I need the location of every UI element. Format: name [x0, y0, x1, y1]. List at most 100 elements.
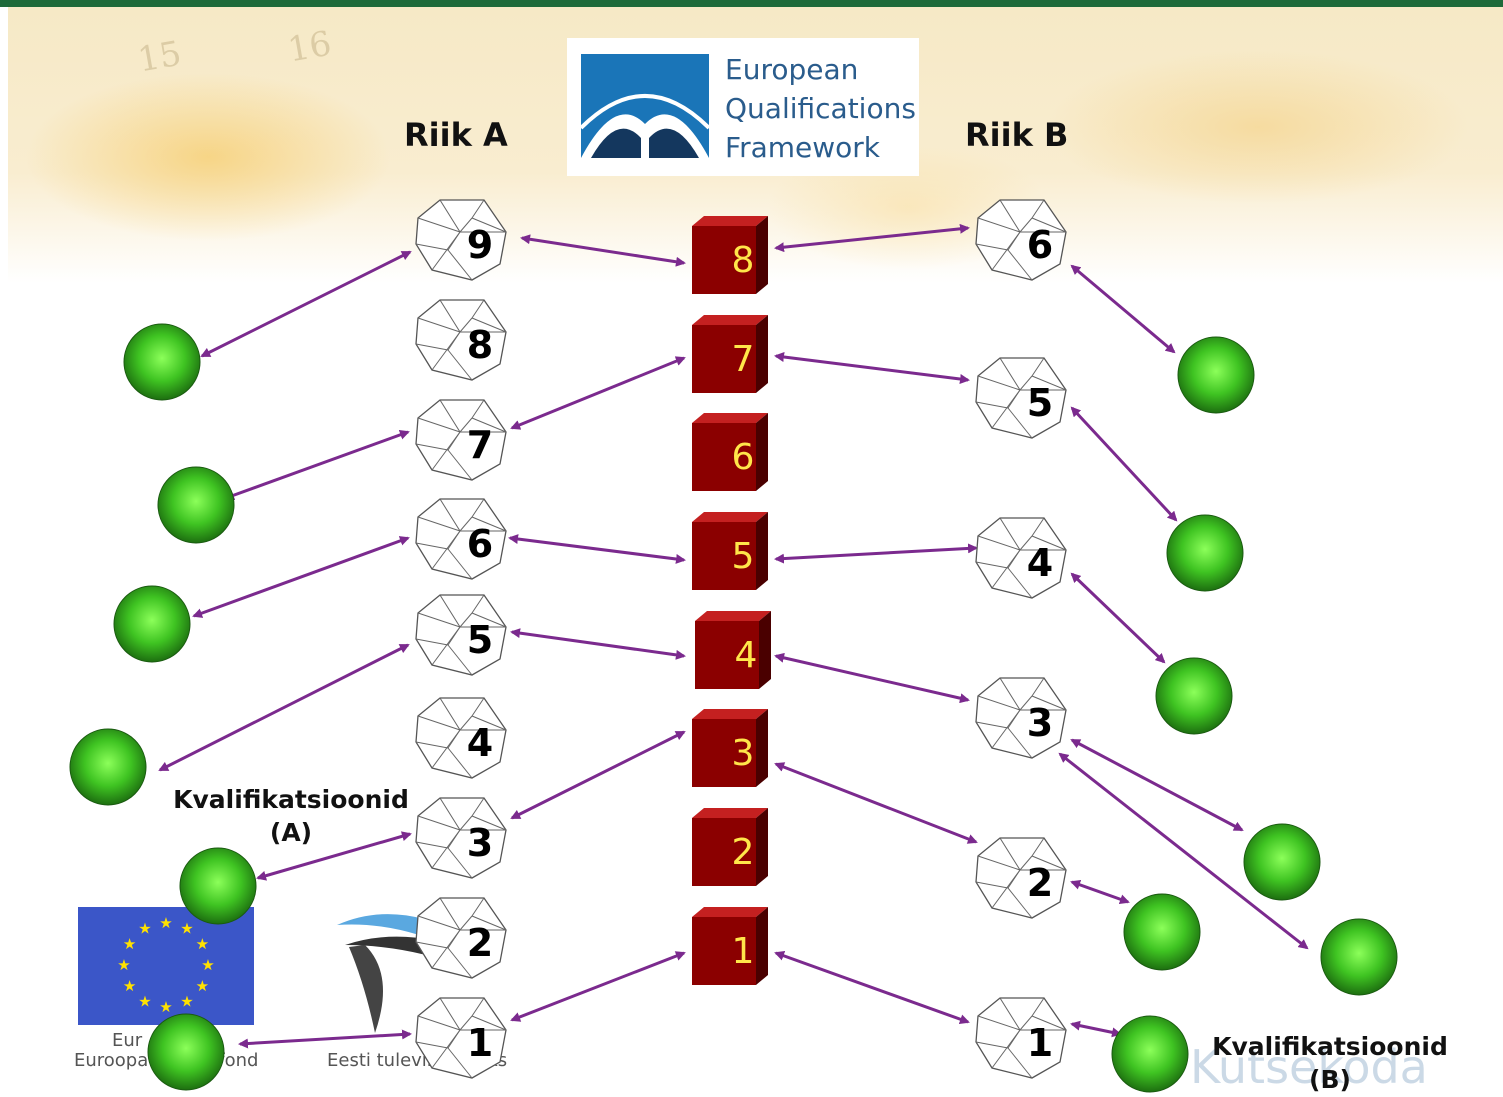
kutsekoda-watermark: Kutsekoda	[1190, 1040, 1428, 1094]
cage-edge	[1031, 517, 1045, 537]
cage-edge	[439, 897, 461, 931]
logo-text-line1: European	[725, 53, 859, 86]
level-number: 1	[1027, 1021, 1053, 1065]
mapping-arrow	[1070, 1020, 1122, 1038]
qualification-ball	[147, 1013, 225, 1091]
mapping-arrow	[520, 234, 686, 267]
country-b-label: Riik B	[965, 116, 1069, 154]
qualification-ball	[69, 728, 147, 806]
cage-edge	[439, 697, 461, 731]
qualification-ball	[179, 847, 257, 925]
cage-edge	[471, 815, 507, 831]
mapping-arrow	[1070, 879, 1130, 905]
cage-edge	[1007, 549, 1021, 569]
eu-star-icon: ★	[180, 992, 193, 1010]
eqf-level-number: 4	[735, 635, 758, 676]
cage-edge	[999, 677, 1021, 711]
level-number: 3	[1027, 701, 1053, 745]
mapping-arrow	[510, 951, 686, 1022]
cage-edge	[417, 317, 461, 333]
country-a-label: Riik A	[404, 116, 508, 154]
cage-edge	[1007, 1029, 1021, 1049]
cage-edge	[471, 997, 485, 1017]
level-number: 1	[467, 1021, 493, 1065]
level-number: 5	[467, 618, 493, 662]
cage-edge	[459, 715, 473, 731]
cage-edge	[471, 399, 485, 419]
cube-side	[756, 808, 768, 886]
qualification-ball	[1111, 1015, 1189, 1093]
qualification-ball	[1155, 657, 1233, 735]
eqf-level-cube: 3	[692, 709, 768, 787]
cage-edge	[471, 797, 485, 817]
cage-edge	[447, 729, 461, 749]
cage-edge	[459, 417, 473, 433]
cage-edge	[1007, 231, 1021, 251]
qualifications-b-suffix: (B)	[1309, 1065, 1351, 1094]
cage-edge	[1007, 567, 1033, 599]
cage-edge	[417, 715, 461, 731]
cage-edge	[471, 317, 507, 333]
cage-edge	[447, 449, 473, 481]
cage-edge	[1031, 1015, 1067, 1031]
cage-edge	[1031, 535, 1067, 551]
cage-edge	[471, 697, 485, 717]
mapping-arrow	[256, 831, 412, 881]
cage-edge	[415, 638, 449, 646]
cage-edge	[447, 231, 461, 251]
eqf-level-cube: 4	[695, 611, 771, 689]
level-number: 5	[1027, 381, 1053, 425]
cage-edge	[459, 915, 473, 931]
cage-edge	[447, 1029, 461, 1049]
cage-edge	[1007, 1047, 1033, 1079]
cage-edge	[1031, 997, 1045, 1017]
cage-edge	[439, 498, 461, 532]
mapping-arrow	[224, 430, 410, 500]
cage-outline	[415, 997, 507, 1079]
cage-edge	[447, 331, 461, 351]
cube-top	[692, 216, 768, 226]
cage-edge	[459, 516, 473, 532]
cage-edge	[415, 542, 449, 550]
cage-outline	[415, 594, 507, 676]
cube-front	[692, 719, 756, 787]
cage-edge	[471, 594, 485, 614]
qualification-ball	[113, 585, 191, 663]
cage-outline	[975, 837, 1067, 919]
eu-star-icon: ★	[138, 920, 151, 938]
cage-outline	[975, 199, 1067, 281]
level-number: 6	[1027, 223, 1053, 267]
cube-front	[692, 226, 756, 294]
mapping-arrow	[1070, 406, 1178, 522]
cage-edge	[447, 431, 461, 451]
cage-edge	[1031, 695, 1067, 711]
qualification-ball	[123, 323, 201, 401]
cage-edge	[1019, 535, 1033, 551]
eqf-level-number: 8	[732, 240, 755, 281]
cage-edge	[415, 1041, 449, 1049]
eu-star-icon: ★	[196, 977, 209, 995]
cage-outline	[415, 897, 507, 979]
cage-edge	[471, 217, 507, 233]
eu-star-icon: ★	[117, 956, 130, 974]
cage-edge	[999, 837, 1021, 871]
cube-front	[692, 818, 756, 886]
logo-text-line2: Qualifications	[725, 92, 916, 125]
mapping-arrow	[510, 730, 686, 820]
cage-edge	[1007, 887, 1033, 919]
cage-edge	[1031, 375, 1067, 391]
qualification-ball	[1166, 514, 1244, 592]
top-bar	[0, 0, 1503, 7]
cage-edge	[975, 1041, 1009, 1049]
qualifications-a-label: Kvalifikatsioonid (A)	[150, 783, 432, 849]
eqf-level-number: 6	[732, 437, 755, 478]
cage-edge	[1007, 727, 1033, 759]
cage-edge	[447, 1047, 473, 1079]
cage-edge	[417, 915, 461, 931]
cage-edge	[471, 299, 485, 319]
mapping-arrow	[510, 356, 686, 430]
qualification-ball	[1320, 918, 1398, 996]
cage-edge	[1019, 695, 1033, 711]
cage-edge	[1019, 855, 1033, 871]
cage-edge	[1019, 217, 1033, 233]
